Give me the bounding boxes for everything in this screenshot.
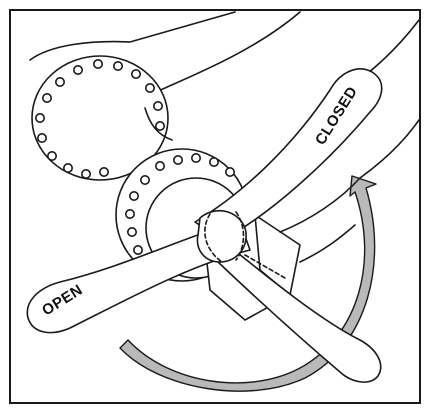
outlet-pipe-top — [279, 177, 361, 233]
upper-pipe-lower-edge — [149, 11, 301, 96]
back-flange-bolt-holes — [34, 58, 166, 180]
hub-dashed-2 — [235, 211, 245, 261]
back-flange-inner-line — [144, 107, 173, 141]
back-flange — [31, 55, 169, 181]
right-pipe-bottom-edge — [359, 119, 419, 179]
upper-pipe-outline — [29, 11, 236, 61]
open-handle — [26, 221, 251, 334]
outlet-pipe-bottom — [299, 224, 356, 263]
handle-lower-arm — [217, 244, 382, 383]
rotation-arrow — [119, 175, 377, 392]
closed-handle — [194, 68, 383, 241]
hub-dashed-1 — [204, 213, 223, 263]
front-flange-bolt-holes — [125, 153, 236, 256]
valve-stem-dashed — [244, 254, 286, 279]
